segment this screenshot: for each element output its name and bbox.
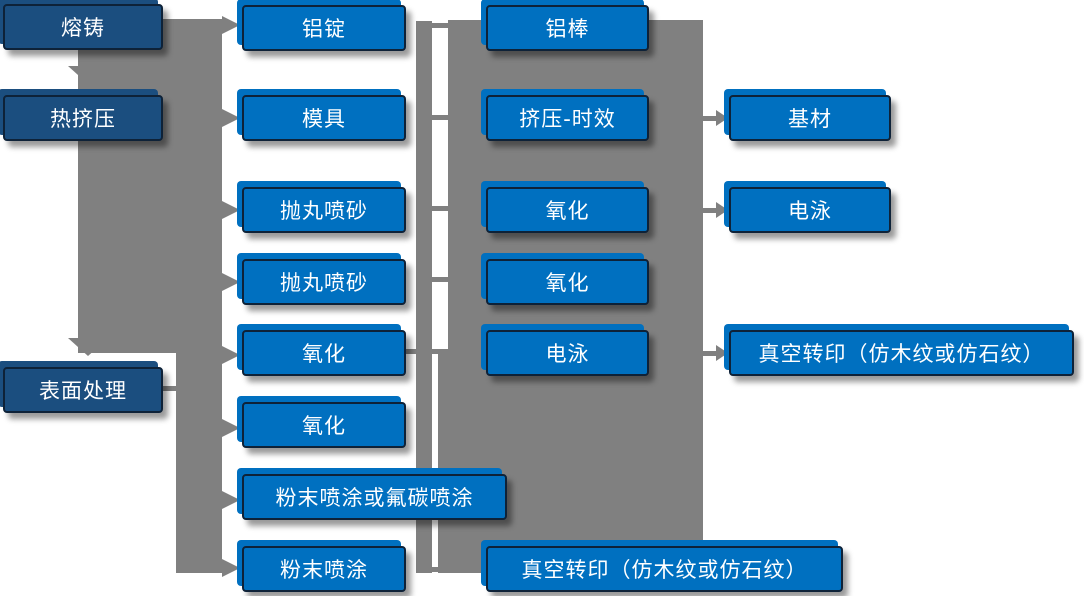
node-label: 氧化 <box>302 342 346 366</box>
node-oxidation-4: 氧化 <box>486 259 649 305</box>
node-powder-coating: 粉末喷涂 <box>242 546 406 592</box>
arrowhead-right-icon <box>716 110 728 126</box>
connector-tick <box>432 567 448 572</box>
connector-stub-surface-treatment <box>163 386 177 391</box>
node-mold: 模具 <box>242 95 406 141</box>
arrow-shaft <box>703 116 716 121</box>
arrowhead-right-icon <box>716 202 728 218</box>
node-vacuum-transfer-right: 真空转印（仿木纹或仿石纹） <box>729 330 1074 376</box>
node-label: 抛丸喷砂 <box>280 271 368 295</box>
node-label: 氧化 <box>545 199 590 223</box>
connector-mid-rail <box>416 21 432 573</box>
connector-tick <box>432 115 448 120</box>
connector-tick <box>432 23 448 28</box>
node-label: 氧化 <box>302 414 346 438</box>
node-label: 基材 <box>788 107 832 131</box>
arrow-shaft <box>703 208 716 213</box>
arrowhead-right-icon <box>222 491 240 509</box>
node-oxidation-2: 氧化 <box>242 402 406 448</box>
node-label: 氧化 <box>545 271 590 295</box>
node-label: 粉末喷涂 <box>280 558 368 582</box>
arrowhead-right-icon <box>222 109 240 127</box>
node-label: 铝棒 <box>545 17 590 41</box>
connector-tick <box>432 206 448 211</box>
node-oxidation-3: 氧化 <box>486 187 649 233</box>
node-aluminum-rod: 铝棒 <box>486 5 649 51</box>
node-label: 真空转印（仿木纹或仿石纹） <box>521 558 808 582</box>
node-extrusion-aging: 挤压-时效 <box>486 95 649 141</box>
connector-tick <box>406 349 448 354</box>
connector-left-bus-lower <box>176 353 222 573</box>
arrowhead-right-icon <box>716 345 728 361</box>
node-shot-blasting-1: 抛丸喷砂 <box>242 187 406 233</box>
node-hot-extrusion: 热挤压 <box>3 95 163 141</box>
node-electrophoresis-1: 电泳 <box>486 330 649 376</box>
node-label: 电泳 <box>545 342 590 366</box>
arrowhead-right-icon <box>222 201 240 219</box>
arrowhead-right-icon <box>222 346 240 364</box>
node-label: 铝锭 <box>302 17 346 41</box>
node-substrate: 基材 <box>729 95 891 141</box>
node-oxidation-1: 氧化 <box>242 330 406 376</box>
node-electrophoresis-2: 电泳 <box>729 187 891 233</box>
arrowhead-right-icon <box>222 419 240 437</box>
node-label: 抛丸喷砂 <box>280 199 368 223</box>
node-melting-casting: 熔铸 <box>3 4 163 50</box>
node-label: 模具 <box>302 107 346 131</box>
arrow-shaft <box>703 351 716 356</box>
node-aluminum-ingot: 铝锭 <box>242 5 406 51</box>
node-label: 真空转印（仿木纹或仿石纹） <box>758 342 1045 366</box>
arrowhead-right-icon <box>222 16 240 34</box>
node-surface-treatment: 表面处理 <box>3 367 163 413</box>
node-label: 电泳 <box>788 199 832 223</box>
node-shot-blasting-2: 抛丸喷砂 <box>242 259 406 305</box>
node-label: 挤压-时效 <box>519 107 616 131</box>
connector-tick <box>432 277 448 282</box>
node-vacuum-transfer-bottom: 真空转印（仿木纹或仿石纹） <box>486 546 843 592</box>
arrowhead-down-icon <box>68 338 108 356</box>
node-label: 表面处理 <box>39 379 127 403</box>
node-label: 热挤压 <box>50 107 116 131</box>
node-label: 粉末喷涂或氟碳喷涂 <box>275 486 474 510</box>
node-label: 熔铸 <box>61 16 105 40</box>
arrowhead-down-icon <box>68 66 108 84</box>
arrowhead-right-icon <box>222 559 240 577</box>
node-powder-or-fluorocarbon-coating: 粉末喷涂或氟碳喷涂 <box>242 474 507 520</box>
connector-block-leg <box>454 543 484 573</box>
arrowhead-right-icon <box>222 273 240 291</box>
